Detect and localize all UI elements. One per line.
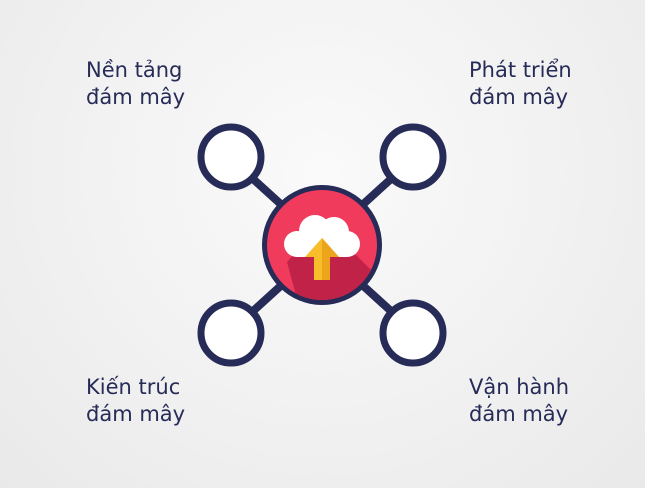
label-line: Vận hành [469,375,570,399]
label-cloud-architecture: Kiến trúc đám mây [86,374,185,428]
node-top-left [197,123,265,191]
label-line: Phát triển [469,58,572,82]
node-bottom-left [197,299,265,367]
label-line: đám mây [86,402,186,426]
label-cloud-development: Phát triển đám mây [469,57,572,111]
label-cloud-platform: Nền tảng đám mây [86,57,185,111]
label-cloud-operations: Vận hành đám mây [469,374,569,428]
label-line: đám mây [469,85,569,109]
upload-arrow [305,238,339,280]
cloud-upload-icon [262,185,382,305]
node-bottom-right [379,299,447,367]
label-line: đám mây [469,402,569,426]
label-line: Kiến trúc [86,375,181,399]
label-line: đám mây [86,85,186,109]
node-top-right [379,123,447,191]
label-line: Nền tảng [86,58,183,82]
